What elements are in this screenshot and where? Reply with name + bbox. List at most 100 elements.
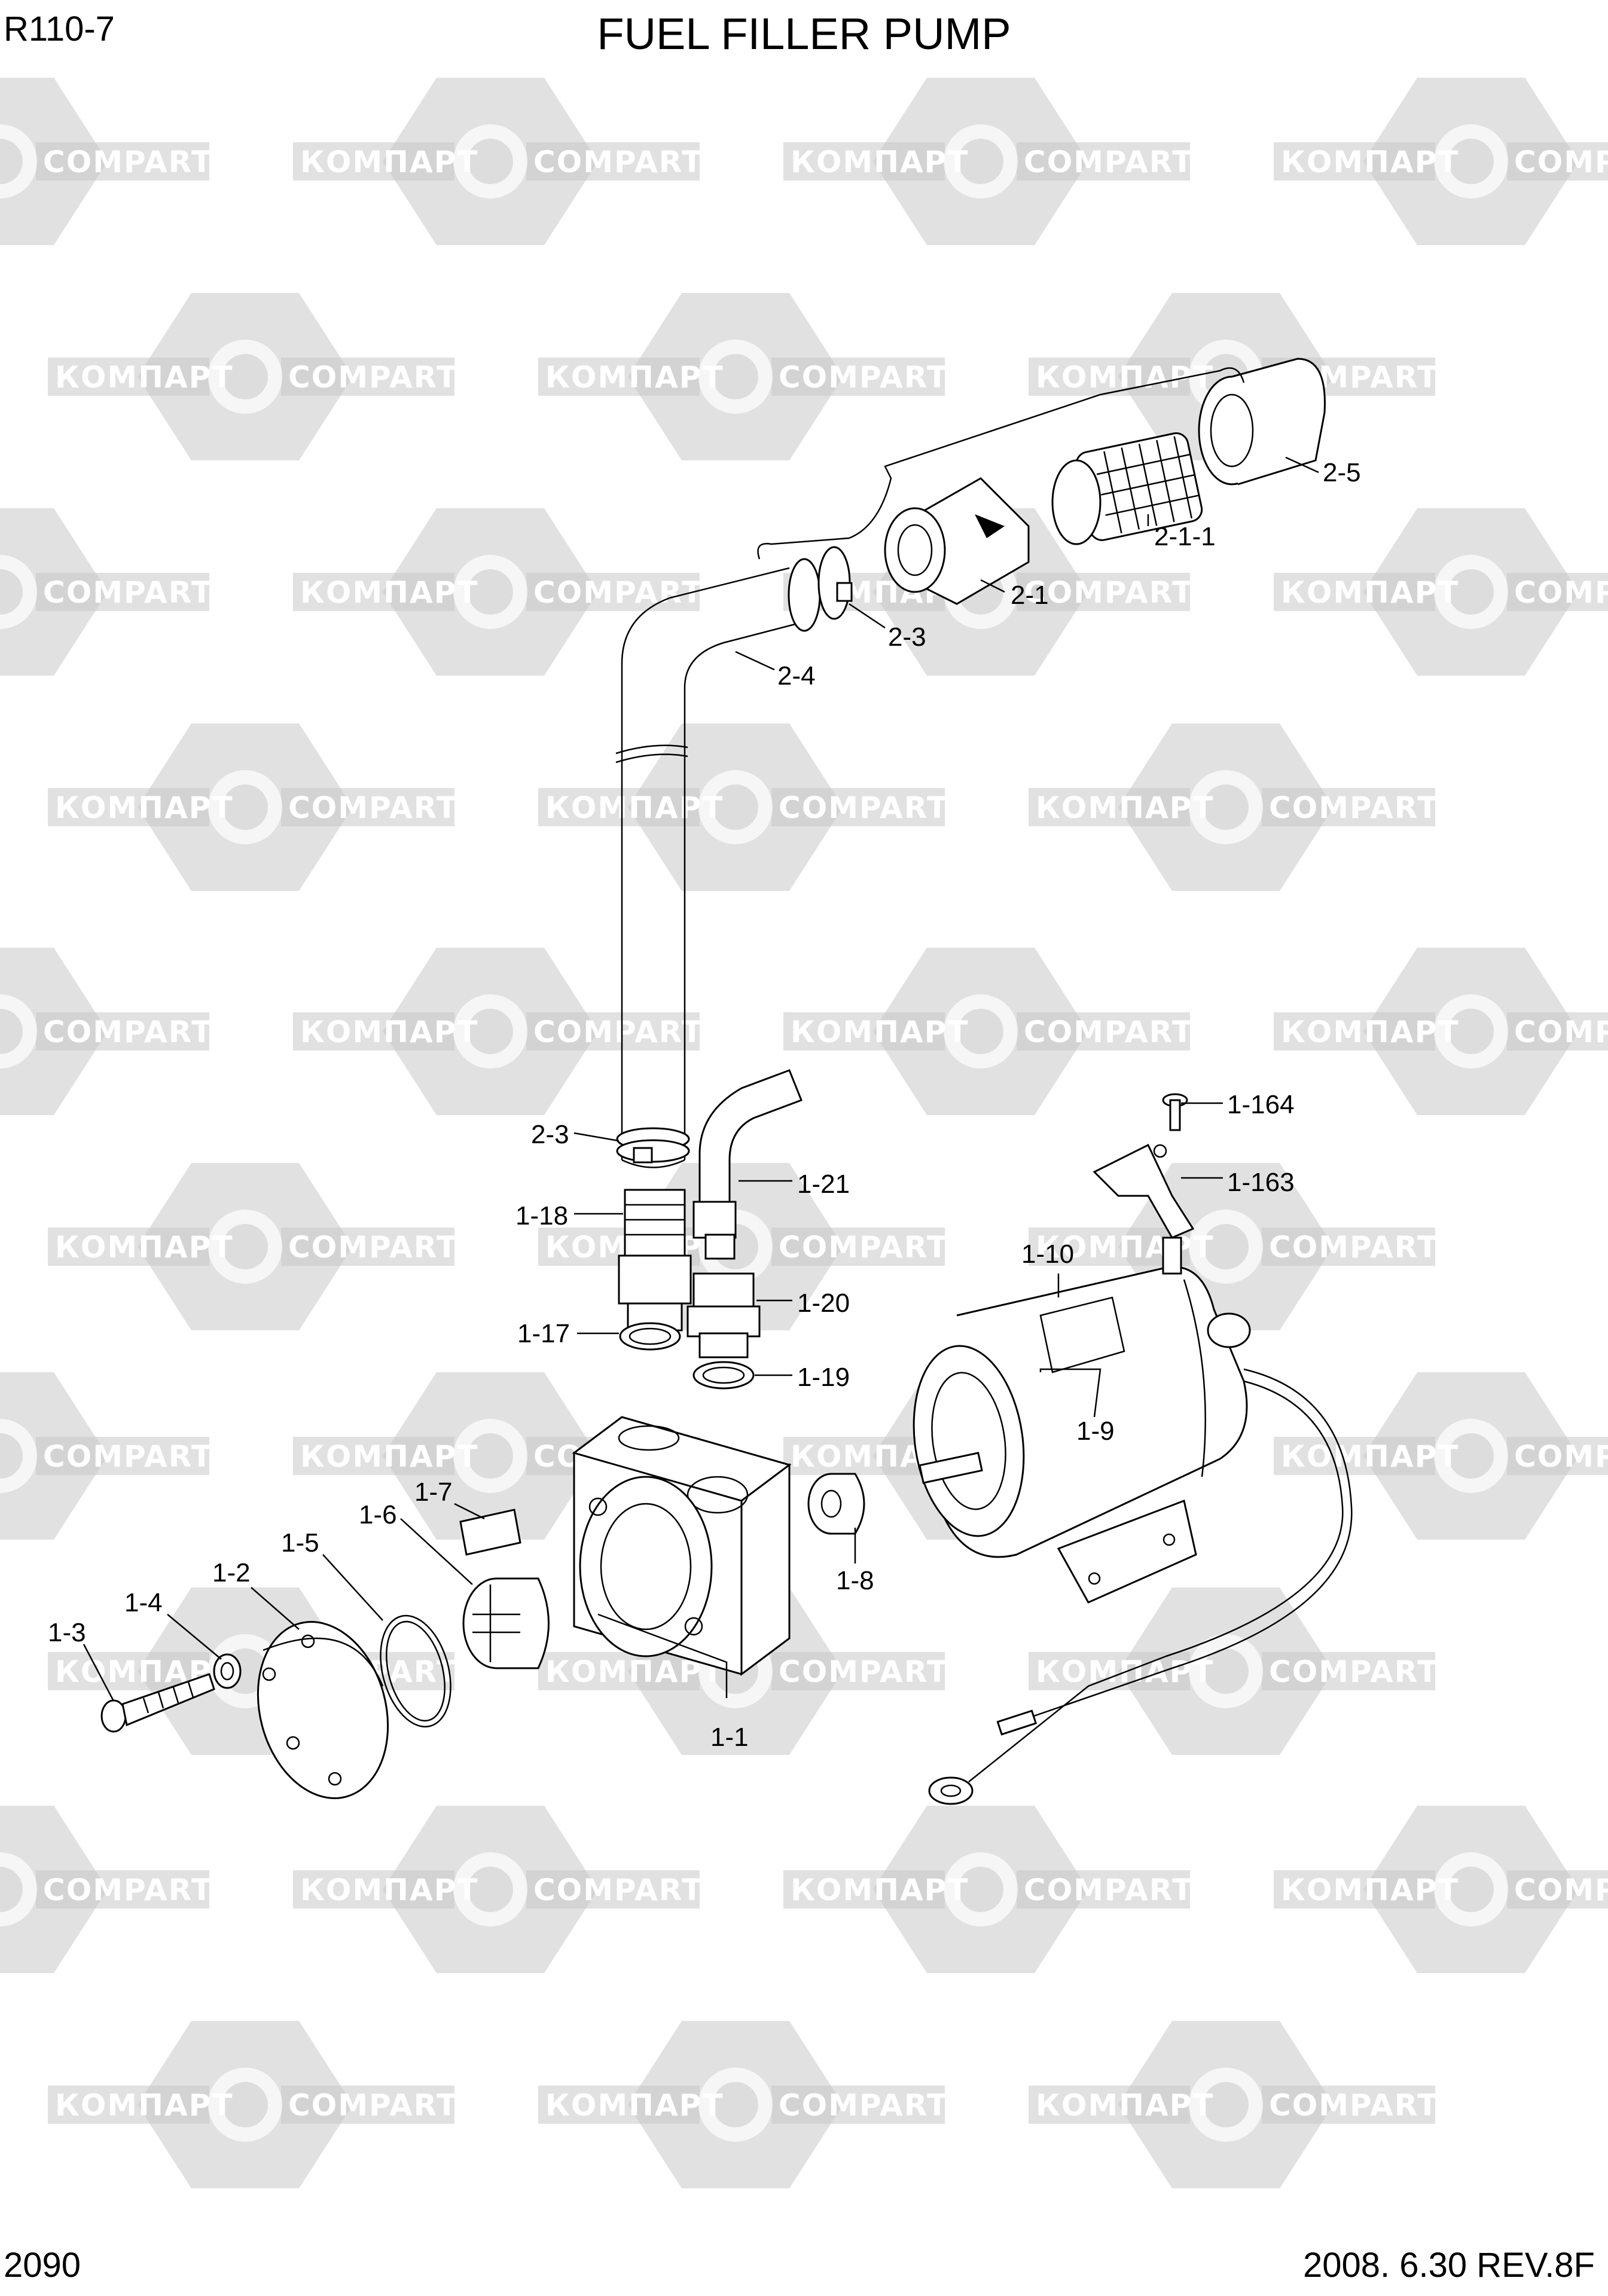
washer-1-4: [213, 1653, 242, 1689]
callout-1-6: 1-6: [359, 1500, 397, 1529]
watermark-text: COMPART: [1514, 145, 1608, 179]
callout-1-7: 1-7: [414, 1477, 453, 1507]
adapter-fitting-1-20: [686, 1272, 761, 1358]
callout-1-5: 1-5: [281, 1528, 319, 1558]
callout-1-9: 1-9: [1076, 1416, 1115, 1446]
watermark-text: КОМПАРТ: [300, 1873, 478, 1907]
nameplate-1-9: [1039, 1296, 1125, 1373]
watermark-stamp: КОМПАРТ COMPART: [1274, 1806, 1608, 1973]
check-valve-2-1: [884, 477, 1030, 605]
o-ring-1-17: [619, 1322, 681, 1351]
watermark-stamp: КОМПАРТ COMPART: [293, 508, 703, 676]
callout-1-3: 1-3: [48, 1618, 86, 1647]
callout-2-3-upper: 2-3: [888, 622, 926, 652]
watermark-stamp: КОМПАРТ COMPART: [783, 78, 1194, 245]
watermark-stamp: КОМПАРТ COMPART: [538, 723, 948, 891]
watermark-layer: КОМПАРТ COMPART КОМПАРТ COMPART КОМПАРТ COMPA…: [0, 78, 1608, 2188]
callout-2-3-lower: 2-3: [531, 1120, 569, 1149]
filler-tube-2-4: [615, 567, 805, 1168]
watermark-text: COMPART: [1269, 1654, 1439, 1689]
watermark-text: COMPART: [779, 790, 948, 825]
gasket-1-5: [380, 1614, 451, 1728]
watermark-text: COMPART: [43, 145, 213, 179]
watermark-text: COMPART: [1024, 1015, 1194, 1049]
strainer-2-1-1: [1051, 432, 1203, 545]
watermark-text: COMPART: [533, 145, 703, 179]
callout-1-8: 1-8: [836, 1566, 874, 1595]
watermark-text: КОМПАРТ: [300, 1015, 478, 1049]
watermark-text: COMPART: [779, 360, 948, 395]
callout-1-4: 1-4: [124, 1588, 163, 1617]
callout-1-163: 1-163: [1227, 1168, 1295, 1197]
watermark-text: COMPART: [1514, 1873, 1608, 1907]
bracket-1-163: [1093, 1143, 1195, 1239]
callout-2-4: 2-4: [777, 661, 816, 691]
callout-2-5: 2-5: [1323, 458, 1361, 487]
watermark-stamp: КОМПАРТ COMPART: [1274, 1372, 1608, 1540]
watermark-text: КОМПАРТ: [55, 790, 233, 825]
watermark-text: КОМПАРТ: [1281, 1873, 1459, 1907]
watermark-text: КОМПАРТ: [300, 575, 478, 610]
callout-1-21: 1-21: [797, 1170, 850, 1199]
elbow-fitting-1-21: [692, 1069, 803, 1260]
watermark-text: КОМПАРТ: [55, 1230, 233, 1265]
watermark-text: COMPART: [1024, 575, 1194, 610]
watermark-text: КОМПАРТ: [1036, 790, 1214, 825]
leader-lines: [83, 456, 1319, 1702]
straight-fitting-1-18: [618, 1189, 692, 1332]
watermark-text: COMPART: [288, 2088, 458, 2123]
watermark-text: КОМПАРТ: [545, 790, 724, 825]
page-number: 2090: [4, 2246, 81, 2285]
callout-labels: 2-5 2-1-1 2-1 2-3 2-4 2-3 1-18 1-21 1-16…: [48, 458, 1361, 1752]
pump-body-1-1: [572, 1416, 792, 1676]
watermark-text: COMPART: [1514, 1439, 1608, 1474]
watermark-text: COMPART: [43, 575, 213, 610]
watermark-text: COMPART: [1024, 145, 1194, 179]
watermark-text: КОМПАРТ: [1036, 2088, 1214, 2123]
callout-1-2: 1-2: [212, 1558, 251, 1587]
callout-1-1: 1-1: [710, 1723, 749, 1752]
watermark-text: COMPART: [1024, 1873, 1194, 1907]
coupling-1-8: [807, 1473, 865, 1535]
callout-1-17: 1-17: [517, 1319, 570, 1348]
watermark-text: COMPART: [288, 1230, 458, 1265]
vane-key-1-7: [459, 1509, 521, 1556]
watermark-stamp: КОМПАРТ COMPART: [1274, 78, 1608, 245]
hose-clamp-2-3-lower: [616, 1127, 690, 1164]
screw-1-3: [100, 1673, 215, 1733]
watermark-text: COMPART: [533, 1015, 703, 1049]
watermark-text: COMPART: [533, 575, 703, 610]
watermark-text: COMPART: [779, 1654, 948, 1689]
watermark-stamp: КОМПАРТ COMPART: [783, 1806, 1194, 1973]
cover-1-2: [257, 1621, 389, 1799]
watermark-text: COMPART: [288, 360, 458, 395]
motor-1-10: [913, 1236, 1251, 1604]
watermark-text: КОМПАРТ: [791, 1873, 969, 1907]
callout-1-18: 1-18: [515, 1201, 568, 1231]
impeller-1-6: [462, 1577, 550, 1669]
model-code: R110-7: [4, 10, 115, 48]
watermark-text: КОМПАРТ: [791, 145, 969, 179]
watermark-text: КОМПАРТ: [1281, 1439, 1459, 1474]
watermark-stamp: КОМПАРТ COMPART: [293, 948, 703, 1115]
callout-2-1: 2-1: [1011, 581, 1049, 610]
watermark-text: КОМПАРТ: [1281, 1015, 1459, 1049]
watermark-text: COMPART: [1269, 790, 1439, 825]
page-title: FUEL FILLER PUMP: [597, 9, 1011, 59]
watermark-text: COMPART: [288, 790, 458, 825]
filler-cap-2-5: [1198, 358, 1326, 486]
watermark-text: COMPART: [779, 1230, 948, 1265]
watermark-text: COMPART: [533, 1873, 703, 1907]
watermark-text: КОМПАРТ: [1281, 145, 1459, 179]
watermark-text: КОМПАРТ: [791, 1015, 969, 1049]
